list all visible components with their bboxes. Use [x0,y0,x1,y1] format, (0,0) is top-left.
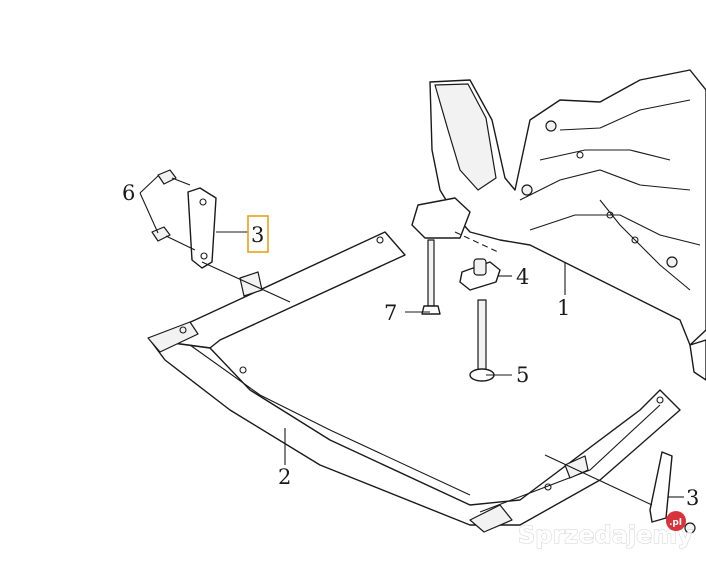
label-1: 1 [557,296,570,320]
bracket-part-3-lower [649,451,673,523]
label-7: 7 [384,301,397,325]
dashed-connector [454,231,499,253]
screws-part-6 [151,169,696,534]
label-3-highlight-box [247,215,269,253]
watermark-badge-icon [666,511,686,531]
bolt-part-7 [421,239,441,315]
bracket-part-3-upper [187,187,217,269]
leader-lines [139,175,684,506]
label-2: 2 [278,465,291,489]
reinforcement-frame-part-2 [147,231,681,533]
label-4: 4 [516,265,529,289]
bolt-part-5 [469,299,495,382]
label-6: 6 [122,181,135,205]
watermark: Sprzedajemy .pl [518,511,694,550]
label-3-lower: 3 [686,486,699,510]
bushing-part-4 [459,258,501,291]
label-3-upper: 3 [251,223,264,247]
subframe-part-1 [411,69,706,381]
watermark-badge-text: .pl [669,518,682,528]
watermark-text: Sprzedajemy [518,521,693,549]
label-5: 5 [516,363,529,387]
